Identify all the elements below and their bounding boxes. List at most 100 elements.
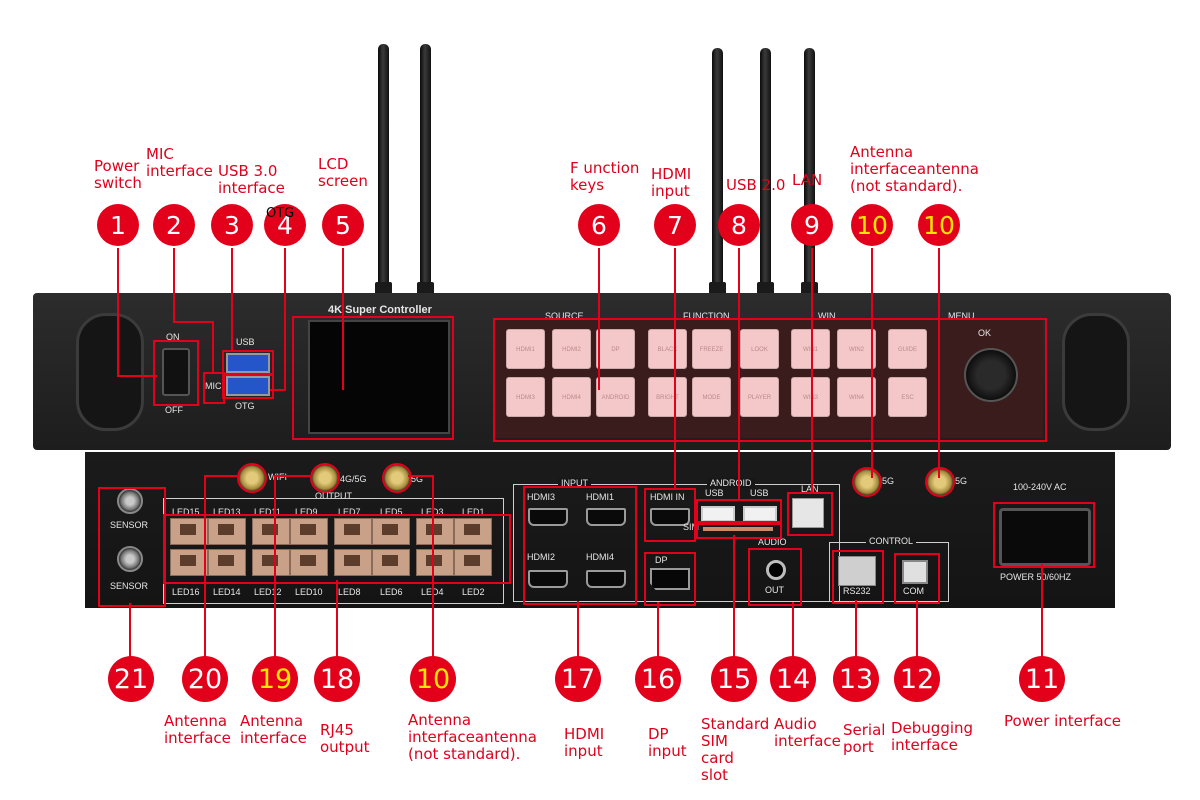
menu-knob[interactable] <box>964 348 1018 402</box>
sensor-connector-1[interactable] <box>117 488 143 514</box>
rj45-port[interactable] <box>454 549 492 576</box>
led-bottom-label: LED2 <box>462 587 485 597</box>
key-win2[interactable]: WIN2 <box>837 329 876 369</box>
callout-badge-11: 11 <box>1019 656 1065 702</box>
rj45-port[interactable] <box>170 549 208 576</box>
key-hdmi1[interactable]: HDMI1 <box>506 329 545 369</box>
key-android[interactable]: ANDROID <box>596 377 635 417</box>
rj45-port[interactable] <box>454 518 492 545</box>
5g-antenna-connector-1[interactable] <box>382 463 412 493</box>
callout-label-16: DP input <box>648 725 687 760</box>
key-win4[interactable]: WIN4 <box>837 377 876 417</box>
key-player[interactable]: PLAYER <box>740 377 779 417</box>
callout-badge-20: 20 <box>182 656 228 702</box>
sensor-connector-2[interactable] <box>117 546 143 572</box>
hdmi4-label: HDMI4 <box>586 552 615 562</box>
rj45-port[interactable] <box>372 518 410 545</box>
led-bottom-label: LED12 <box>254 587 282 597</box>
key-dp[interactable]: DP <box>596 329 635 369</box>
usb2-label-1: USB <box>705 488 724 498</box>
function-group-label: FUNCTION <box>683 311 730 321</box>
key-mode[interactable]: MODE <box>692 377 731 417</box>
key-win1[interactable]: WIN1 <box>791 329 830 369</box>
rj45-port[interactable] <box>252 518 290 545</box>
wifi-antenna-connector[interactable] <box>237 463 267 493</box>
callout-badge-8: 8 <box>718 204 760 246</box>
key-bright[interactable]: BRIGHT <box>648 377 687 417</box>
sensor-label-2: SENSOR <box>110 581 149 591</box>
callout-badge-6: 6 <box>578 204 620 246</box>
power-rating-label: POWER 50/60HZ <box>1000 572 1072 582</box>
hdmi3-port[interactable] <box>528 508 568 526</box>
callout-label-5: LCD screen <box>318 155 368 190</box>
led-top-label: LED13 <box>213 507 241 517</box>
menu-group-label: MENU <box>948 311 975 321</box>
dp-port[interactable] <box>650 568 690 590</box>
5g-antenna-connector-2[interactable] <box>852 467 882 497</box>
key-guide[interactable]: GUIDE <box>888 329 927 369</box>
callout-badge-7: 7 <box>654 204 696 246</box>
lan-port[interactable] <box>792 498 824 528</box>
ac-rating-label: 100-240V AC <box>1013 482 1067 492</box>
hdmi1-port[interactable] <box>586 508 626 526</box>
callout-badge-16: 16 <box>635 656 681 702</box>
key-look[interactable]: LOOK <box>740 329 779 369</box>
callout-label-9: LAN <box>792 171 823 189</box>
callout-label-19: Antenna interface <box>240 712 307 747</box>
audio-jack[interactable] <box>766 560 786 580</box>
left-rack-handle <box>76 313 144 431</box>
key-esc[interactable]: ESC <box>888 377 927 417</box>
key-hdmi3[interactable]: HDMI3 <box>506 377 545 417</box>
hdmi-in-label: HDMI IN <box>650 492 685 502</box>
key-hdmi2[interactable]: HDMI2 <box>552 329 591 369</box>
key-win3[interactable]: WIN3 <box>791 377 830 417</box>
antenna-1 <box>375 44 392 296</box>
sim-slot[interactable] <box>703 527 773 531</box>
key-freeze[interactable]: FREEZE <box>692 329 731 369</box>
key-hdmi4[interactable]: HDMI4 <box>552 377 591 417</box>
input-frame <box>513 484 840 602</box>
rj45-port[interactable] <box>334 549 372 576</box>
hdmi4-port[interactable] <box>586 570 626 588</box>
rj45-port[interactable] <box>208 518 246 545</box>
key-black[interactable]: BLACK <box>648 329 687 369</box>
highlight-power-inlet <box>993 502 1095 568</box>
power-inlet[interactable] <box>999 508 1091 566</box>
hdmi2-port[interactable] <box>528 570 568 588</box>
lte-antenna-connector[interactable] <box>310 463 340 493</box>
otg-port[interactable] <box>226 376 270 396</box>
power-switch[interactable] <box>162 348 190 396</box>
callout-badge-9: 9 <box>791 204 833 246</box>
callout-badge-18: 18 <box>314 656 360 702</box>
rj45-port[interactable] <box>372 549 410 576</box>
hdmi3-label: HDMI3 <box>527 492 556 502</box>
rj45-port[interactable] <box>208 549 246 576</box>
ok-label: OK <box>978 328 992 338</box>
rj45-port[interactable] <box>416 518 454 545</box>
rj45-port[interactable] <box>334 518 372 545</box>
right-rack-handle <box>1062 313 1130 431</box>
highlight-usb2 <box>696 499 782 525</box>
otg-front-label: OTG <box>235 401 255 411</box>
rj45-port[interactable] <box>252 549 290 576</box>
output-label: OUTPUT <box>315 491 352 501</box>
callout-label-6: F unction keys <box>570 159 640 194</box>
rj45-port[interactable] <box>290 518 328 545</box>
hdmi-in-port[interactable] <box>650 508 690 526</box>
lcd-screen <box>308 320 450 434</box>
rj45-port[interactable] <box>290 549 328 576</box>
led-bottom-label: LED14 <box>213 587 241 597</box>
antenna-2 <box>417 44 434 296</box>
led-top-label: LED9 <box>295 507 318 517</box>
led-bottom-label: LED6 <box>380 587 403 597</box>
rs232-label: RS232 <box>843 586 871 596</box>
sim-label: SIM <box>683 522 700 532</box>
com-port[interactable] <box>902 560 928 584</box>
rj45-port[interactable] <box>170 518 208 545</box>
usb3-port[interactable] <box>226 353 270 373</box>
highlight-sensor <box>98 487 166 607</box>
input-label: INPUT <box>558 478 591 488</box>
rs232-port[interactable] <box>838 556 876 586</box>
5g-label-2: 5G <box>882 476 895 486</box>
